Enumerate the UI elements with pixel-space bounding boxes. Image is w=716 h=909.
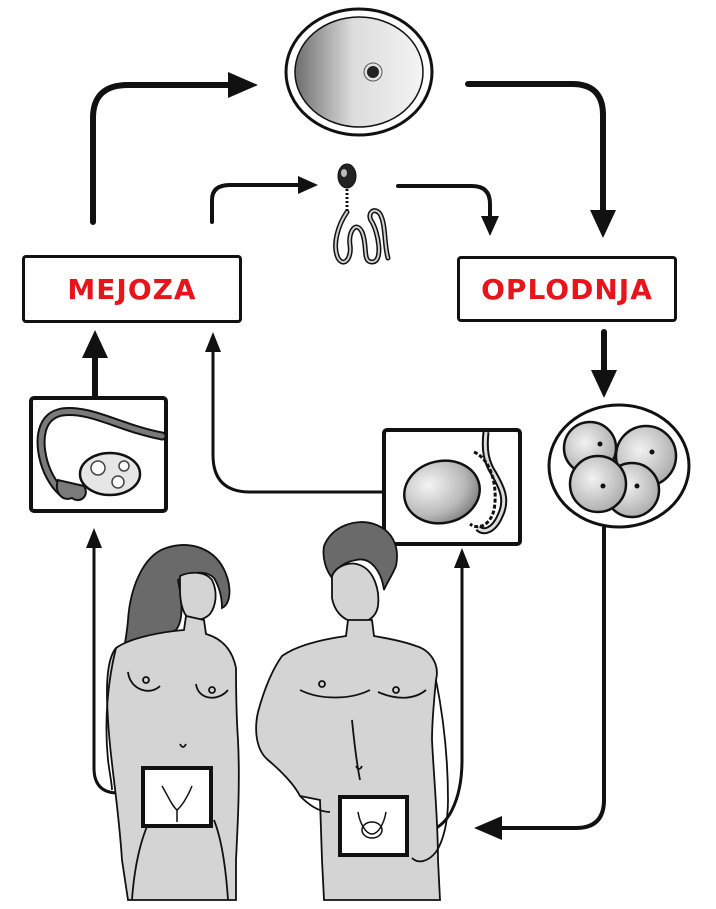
sperm-cell-icon	[333, 163, 391, 265]
ovary-icon	[29, 396, 168, 513]
arrow-meiosis-to-egg-head	[228, 72, 258, 98]
arrow-embryo-to-man-head	[474, 816, 502, 840]
arrow-embryo-to-man	[498, 526, 606, 830]
man-pelvis-box	[338, 795, 409, 857]
meiosis-text: MEJOZA	[67, 272, 197, 306]
egg-cell-icon	[284, 7, 434, 137]
arrow-woman-to-ovary-head	[86, 528, 102, 548]
arrow-sperm-to-fertilization-head	[481, 216, 499, 236]
testis-icon	[382, 428, 522, 546]
woman-pelvis-box	[141, 766, 213, 828]
arrow-testis-to-meiosis	[211, 350, 386, 494]
arrow-meiosis-to-sperm	[210, 183, 302, 224]
four-cell-embryo-icon	[547, 403, 691, 529]
arrow-man-to-testis-head	[454, 548, 470, 568]
arrow-egg-to-fertilization-head	[590, 210, 616, 238]
fertilization-label: OPLODNJA	[457, 256, 677, 322]
arrow-sperm-to-fertilization	[396, 184, 492, 220]
arrow-meiosis-to-sperm-head	[298, 176, 318, 194]
meiosis-label: MEJOZA	[22, 255, 242, 323]
arrow-fertilization-to-embryo-head	[591, 370, 617, 398]
arrow-egg-to-fertilization	[465, 81, 606, 215]
arrow-meiosis-to-egg	[90, 82, 235, 225]
fertilization-text: OPLODNJA	[481, 272, 653, 306]
arrow-testis-to-meiosis-head	[205, 332, 221, 352]
woman-figure	[105, 544, 240, 901]
arrow-ovary-to-meiosis-head	[82, 330, 108, 358]
